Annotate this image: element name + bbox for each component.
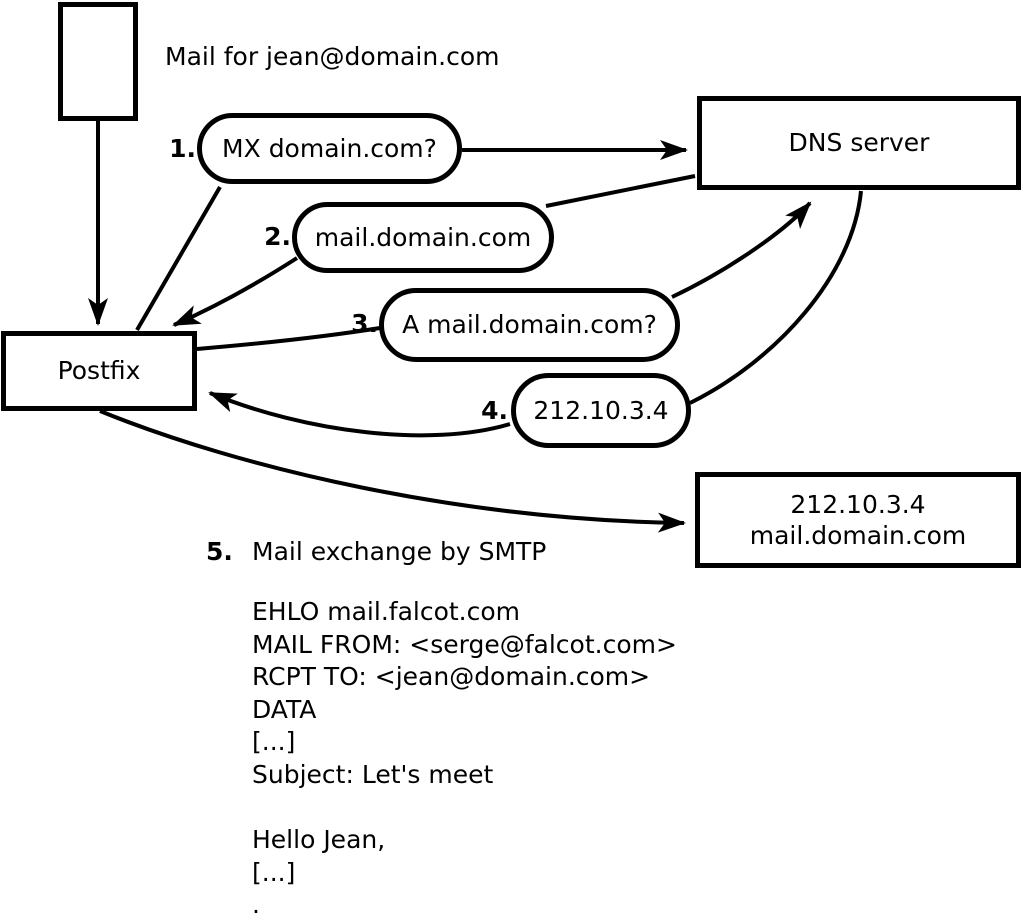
smtp-line — [252, 792, 677, 825]
step-2-bubble: mail.domain.com — [292, 202, 554, 273]
step-5-label: 5. Mail exchange by SMTP — [206, 535, 546, 568]
step-4-number: 4. — [481, 396, 508, 425]
mail-server-hostname: mail.domain.com — [749, 521, 967, 550]
mail-server-box: 212.10.3.4 mail.domain.com — [695, 472, 1021, 568]
arrow-smtp-to-mailserver — [99, 409, 686, 533]
smtp-line: [...] — [252, 857, 296, 887]
line-dns-to-mx-answer — [545, 174, 696, 208]
arrow-a-query-to-dns — [671, 201, 812, 299]
smtp-line: MAIL FROM: <serge@falcot.com> — [252, 629, 677, 659]
line-postfix-to-a-query — [196, 326, 381, 351]
postfix-box: Postfix — [1, 331, 197, 411]
step-1-bubble: MX domain.com? — [197, 113, 462, 184]
smtp-session-block: EHLO mail.falcot.com MAIL FROM: <serge@f… — [252, 596, 677, 919]
arrow-a-answer-to-postfix — [208, 391, 511, 438]
step-5-text: Mail exchange by SMTP — [252, 537, 547, 566]
smtp-line: Subject: Let's meet — [252, 759, 494, 789]
smtp-line: Hello Jean, — [252, 825, 386, 855]
mail-server-label: 212.10.3.4 mail.domain.com — [750, 489, 966, 552]
sender-label: Mail for jean@domain.com — [165, 42, 500, 71]
mail-server-ip: 212.10.3.4 — [790, 489, 926, 519]
mail-document-icon — [58, 2, 138, 121]
step-3-number: 3. — [351, 309, 378, 338]
smtp-line: [...] — [252, 727, 296, 757]
smtp-line: RCPT TO: <jean@domain.com> — [252, 662, 651, 692]
step-2-number: 2. — [264, 222, 291, 251]
step-3-bubble: A mail.domain.com? — [379, 288, 680, 362]
step-4-bubble: 212.10.3.4 — [511, 373, 691, 448]
line-dns-to-a-answer — [689, 190, 863, 405]
step-5-number: 5. — [206, 537, 233, 566]
smtp-line: DATA — [252, 694, 317, 724]
smtp-line: . — [252, 890, 260, 919]
arrow-mx-answer-to-postfix — [172, 256, 299, 327]
step-1-number: 1. — [169, 134, 196, 163]
line-postfix-to-mx-query — [135, 185, 222, 332]
smtp-line: EHLO mail.falcot.com — [252, 597, 521, 626]
dns-server-box: DNS server — [697, 96, 1021, 190]
